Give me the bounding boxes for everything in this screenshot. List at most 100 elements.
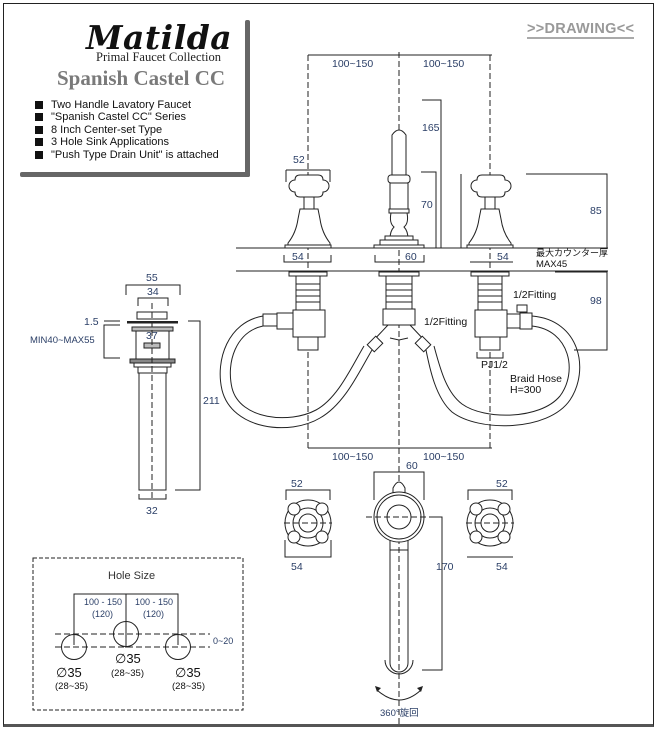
dim-top-handle-left-base: 54 xyxy=(291,561,303,573)
drawing-tag: >>DRAWING<< xyxy=(527,21,635,39)
handle-lobe xyxy=(469,502,483,516)
brand-logo: Matilda xyxy=(86,18,233,57)
dim-drain-height: 211 xyxy=(203,395,220,407)
hose-fitting xyxy=(506,313,521,329)
spout-ring xyxy=(388,208,410,214)
spout-base-ring xyxy=(384,235,414,241)
dim-bracket xyxy=(285,489,331,500)
dim-handle-base-right: 54 xyxy=(497,251,509,263)
dim-spout-body-line xyxy=(421,171,437,248)
left-handle: 52 xyxy=(284,154,332,249)
shank-washer xyxy=(470,271,510,277)
dim-drain-inner: 34 xyxy=(147,286,159,298)
hole-circle-right xyxy=(165,634,191,660)
shank-left xyxy=(262,271,328,351)
fitting-nut xyxy=(366,335,384,353)
handle-top-left: 52 54 xyxy=(284,478,332,573)
handle-lobe xyxy=(315,530,329,544)
hole-circle-center xyxy=(113,621,139,647)
dim-top-handle-left: 52 xyxy=(291,478,303,490)
dim-bracket xyxy=(283,255,332,263)
hole-range-left: (28~35) xyxy=(55,681,88,692)
dim-bracket xyxy=(373,471,425,500)
hose-nut xyxy=(262,313,278,327)
braid-hose-right xyxy=(425,315,581,427)
fitting-label-center: 1/2Fitting xyxy=(424,316,467,328)
hose-fitting xyxy=(276,312,294,330)
hole-spacing-right-typ: (120) xyxy=(143,609,164,619)
fitting-label-right: 1/2Fitting xyxy=(513,289,556,301)
spout-base xyxy=(379,239,419,246)
feature-item: "Spanish Castel CC" Series xyxy=(34,111,219,123)
hole-dia-left: ∅35 xyxy=(56,665,82,680)
handle-lobe xyxy=(497,530,511,544)
braid-hose-left-inner xyxy=(229,325,365,419)
hole-range-right: (28~35) xyxy=(172,681,205,692)
braid-hose-left xyxy=(219,315,373,429)
valve-body xyxy=(474,309,508,338)
spout-collar xyxy=(387,174,411,184)
dim-bracket xyxy=(284,540,332,558)
handle-stem xyxy=(484,196,496,210)
dim-spacing-left: 100~150 xyxy=(332,58,373,70)
outlet-thread xyxy=(479,336,501,351)
shank-center: 1/2Fitting xyxy=(366,271,467,353)
front-view: 100~150 100~150 52 165 xyxy=(219,52,608,725)
title-card-shadow-bottom xyxy=(20,172,250,177)
dim-under-counter-line xyxy=(555,271,608,351)
spout-tip xyxy=(391,129,407,176)
dim-top-handle-right: 52 xyxy=(496,478,508,490)
hole-offset: 0~20 xyxy=(213,636,233,646)
handle-bell-body xyxy=(287,208,331,246)
valve-body xyxy=(292,309,326,338)
connection-label: PJ1/2 xyxy=(481,359,508,371)
hole-range-center: (28~35) xyxy=(111,668,144,679)
hole-size-title: Hole Size xyxy=(108,570,155,582)
shank-thread xyxy=(477,275,503,313)
hole-spacing-right: 100 - 150 xyxy=(135,597,173,607)
outlet-thread xyxy=(297,336,319,351)
dim-drain-range: MIN40~MAX55 xyxy=(30,335,95,346)
shank-washer xyxy=(378,271,420,277)
dim-drain-pipe: 32 xyxy=(146,505,158,517)
arrowhead-icon xyxy=(375,686,381,692)
dim-top-spacing-left: 100~150 xyxy=(332,451,373,463)
cross-handle-icon xyxy=(470,174,512,198)
spout-arm xyxy=(389,540,409,663)
drain-view: 55 34 37 1.5 MIN40~MAX55 211 32 xyxy=(30,272,220,517)
handle-top-right: 52 54 xyxy=(466,478,514,573)
drawing-frame xyxy=(3,3,654,727)
handle-lobe xyxy=(315,502,329,516)
counter-label-jp: 最大カウンター厚 xyxy=(536,247,608,258)
dim-spout-reach: 170 xyxy=(436,561,454,573)
dim-spacing-right: 100~150 xyxy=(423,58,464,70)
fitting-cap xyxy=(516,304,528,313)
dim-drain-height-line xyxy=(175,320,201,491)
handle-bell-body xyxy=(468,208,512,246)
dim-bracket xyxy=(103,324,120,359)
handle-base-plate xyxy=(284,244,332,249)
rotation-arrow-icon xyxy=(376,689,422,701)
hole-circle-left xyxy=(61,634,87,660)
dim-bracket xyxy=(374,255,425,263)
dim-handle-height: 85 xyxy=(590,205,602,217)
dim-bracket xyxy=(125,284,181,295)
top-view: 100~150 100~150 52 54 60 xyxy=(284,447,514,719)
hole-dia-center: ∅35 xyxy=(115,651,141,666)
feature-item: Two Handle Lavatory Faucet xyxy=(34,99,219,111)
handle-lobe xyxy=(497,502,511,516)
handle-lobe xyxy=(469,530,483,544)
feature-item: 3 Hole Sink Applications xyxy=(34,136,219,148)
feature-item: "Push Type Drain Unit" is attached xyxy=(34,149,219,161)
hole-size-panel: Hole Size 100 - 150 (120) 100 - 150 (120… xyxy=(32,557,244,711)
dim-drain-flange: 1.5 xyxy=(84,316,99,328)
cross-handle-icon xyxy=(288,174,330,198)
dim-bracket xyxy=(476,352,504,359)
dim-spout-base: 60 xyxy=(405,251,417,263)
handle-stem xyxy=(303,196,315,210)
dim-bracket xyxy=(467,489,513,500)
spout-base-plate xyxy=(373,244,425,249)
hose-nut xyxy=(519,312,533,330)
dim-bracket xyxy=(137,297,169,306)
